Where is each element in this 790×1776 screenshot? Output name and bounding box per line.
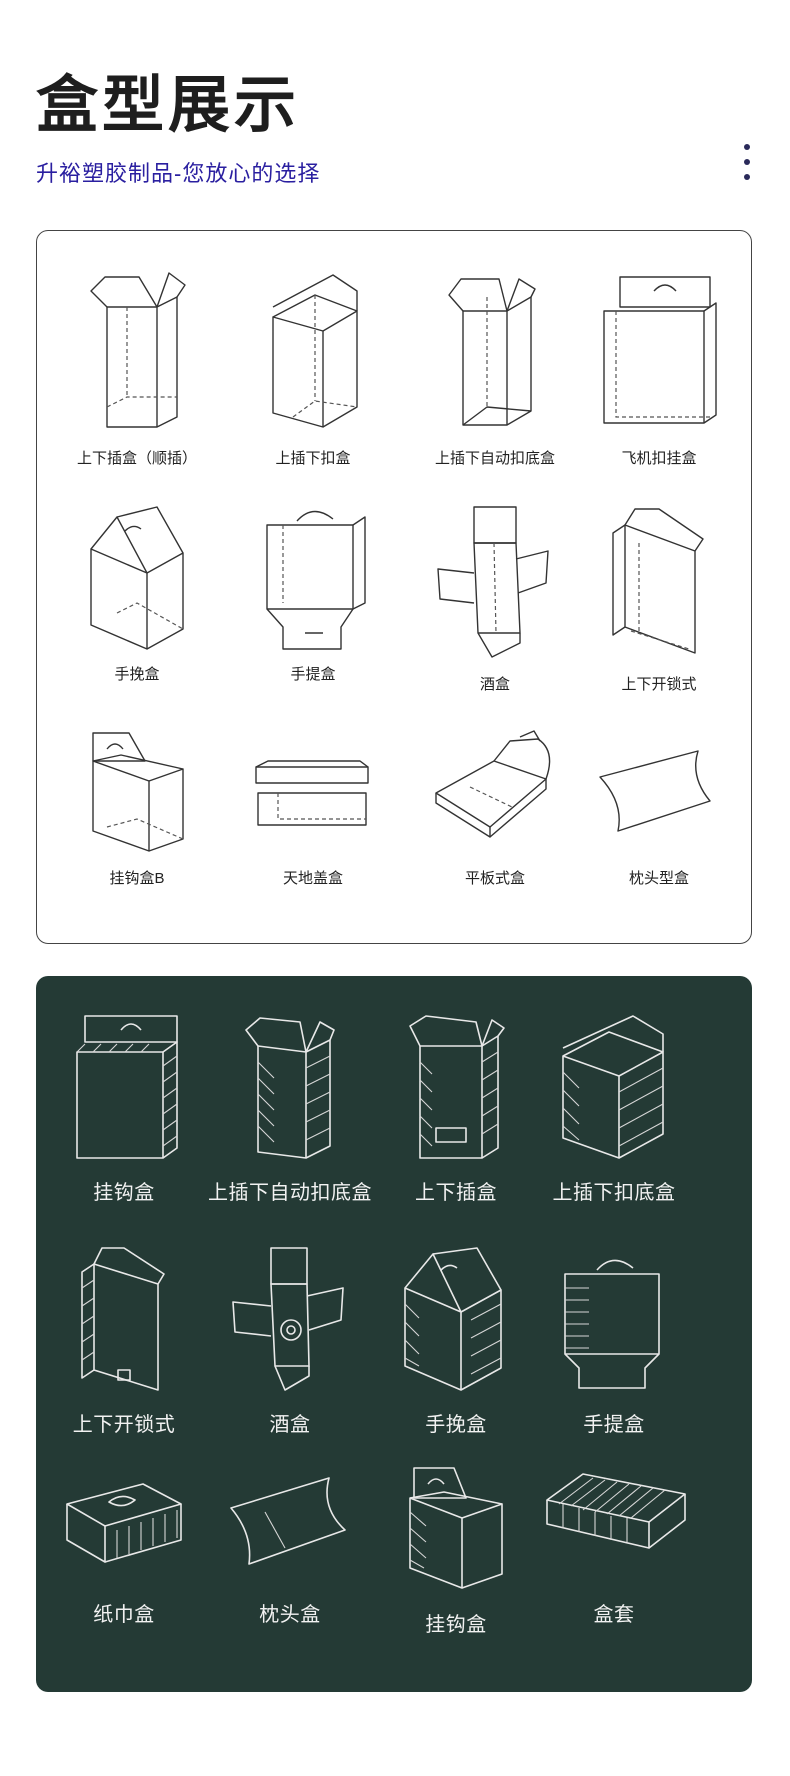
box-item: 手挽盒 xyxy=(49,503,225,684)
box-styles-panel-dark: 挂钩盒 上插下自动扣底盒 上下插盒 xyxy=(36,976,752,1692)
box-label: 枕头盒 xyxy=(259,1604,321,1626)
box-label: 手提盒 xyxy=(290,666,336,683)
box-item: 上插下扣盒 xyxy=(225,267,401,468)
box-label: 天地盖盒 xyxy=(282,870,343,887)
box-item: 上下插盒（顺插） xyxy=(49,267,225,468)
lock-end-box-icon xyxy=(81,1247,165,1391)
box-label: 酒盒 xyxy=(479,676,510,693)
box-styles-panel-light: 上下插盒（顺插） 上插下扣盒 上插下自动扣底盒 xyxy=(36,230,752,944)
lid-base-box-icon xyxy=(255,760,369,826)
box-item: 手挽盒 xyxy=(368,1244,544,1437)
box-item: 挂钩盒B xyxy=(49,727,225,888)
box-label: 盒套 xyxy=(593,1604,635,1626)
lock-end-box-icon xyxy=(612,508,704,654)
box-item: 上下开锁式 xyxy=(571,503,747,694)
box-label: 上插下自动扣底盒 xyxy=(208,1182,372,1204)
box-item: 挂钩盒 xyxy=(368,1464,544,1637)
hook-box-icon xyxy=(409,1467,503,1589)
box-label: 上下开锁式 xyxy=(621,676,697,693)
box-label: 挂钩盒B xyxy=(109,870,165,887)
page-title: 盒型展示 xyxy=(36,71,301,140)
box-label: 枕头型盒 xyxy=(628,870,689,887)
hook-box-b-icon xyxy=(92,732,184,852)
wine-box-icon xyxy=(232,1247,344,1391)
auto-lock-bottom-box-icon xyxy=(245,1017,335,1159)
box-item: 酒盒 xyxy=(202,1244,378,1437)
box-item: 平板式盒 xyxy=(407,727,583,888)
gable-handle-box-icon xyxy=(90,506,184,650)
hanger-box-icon xyxy=(603,276,717,424)
tuck-end-box-icon xyxy=(409,1015,505,1159)
box-item: 枕头盒 xyxy=(202,1464,378,1627)
page-header: 盒型展示 升裕塑胶制品-您放心的选择 xyxy=(36,70,756,188)
carry-handle-box-icon xyxy=(564,1259,660,1389)
tissue-box-icon xyxy=(66,1483,182,1563)
box-item: 上下插盒 xyxy=(368,1012,544,1205)
box-label: 手挽盒 xyxy=(114,666,160,683)
top-tuck-snap-bottom-box-icon xyxy=(272,274,358,428)
box-item: 上下开锁式 xyxy=(36,1244,212,1437)
box-item: 上插下扣底盒 xyxy=(526,1012,702,1205)
pillow-box-icon xyxy=(599,750,711,832)
box-label: 上插下扣盒 xyxy=(275,450,351,467)
box-item: 上插下自动扣底盒 xyxy=(407,267,583,468)
auto-lock-bottom-box-icon xyxy=(448,278,536,426)
box-label: 上下插盒（顺插） xyxy=(76,450,197,467)
carry-handle-box-icon xyxy=(266,510,366,650)
box-item: 枕头型盒 xyxy=(571,727,747,888)
box-label: 上下开锁式 xyxy=(72,1414,176,1436)
sleeve-tray-box-icon xyxy=(546,1473,686,1549)
box-label: 上插下自动扣底盒 xyxy=(434,450,555,467)
box-label: 挂钩盒 xyxy=(93,1182,155,1204)
box-label: 上下插盒 xyxy=(415,1182,497,1204)
box-item: 手提盒 xyxy=(225,503,401,684)
box-item: 上插下自动扣底盒 xyxy=(202,1012,378,1205)
pillow-box-icon xyxy=(230,1477,346,1565)
more-menu-icon[interactable] xyxy=(744,144,752,189)
hook-box-icon xyxy=(76,1015,178,1159)
box-item: 盒套 xyxy=(526,1464,702,1627)
box-label: 上插下扣底盒 xyxy=(552,1182,676,1204)
box-item: 手提盒 xyxy=(526,1244,702,1437)
flat-box-icon xyxy=(435,730,551,838)
box-label: 纸巾盒 xyxy=(93,1604,155,1626)
box-label: 手挽盒 xyxy=(425,1414,487,1436)
box-label: 挂钩盒 xyxy=(425,1614,487,1636)
box-label: 手提盒 xyxy=(583,1414,645,1436)
snap-bottom-box-icon xyxy=(562,1015,664,1159)
page-subtitle: 升裕塑胶制品-您放心的选择 xyxy=(36,161,321,186)
box-item: 纸巾盒 xyxy=(36,1464,212,1627)
wine-box-icon xyxy=(437,506,549,658)
box-label: 酒盒 xyxy=(269,1414,311,1436)
box-label: 飞机扣挂盒 xyxy=(621,450,697,467)
box-item: 飞机扣挂盒 xyxy=(571,267,747,468)
gable-handle-box-icon xyxy=(404,1247,502,1391)
box-label: 平板式盒 xyxy=(464,870,525,887)
box-item: 挂钩盒 xyxy=(36,1012,212,1205)
box-item: 天地盖盒 xyxy=(225,727,401,888)
tuck-end-box-icon xyxy=(90,272,186,428)
box-item: 酒盒 xyxy=(407,503,583,694)
